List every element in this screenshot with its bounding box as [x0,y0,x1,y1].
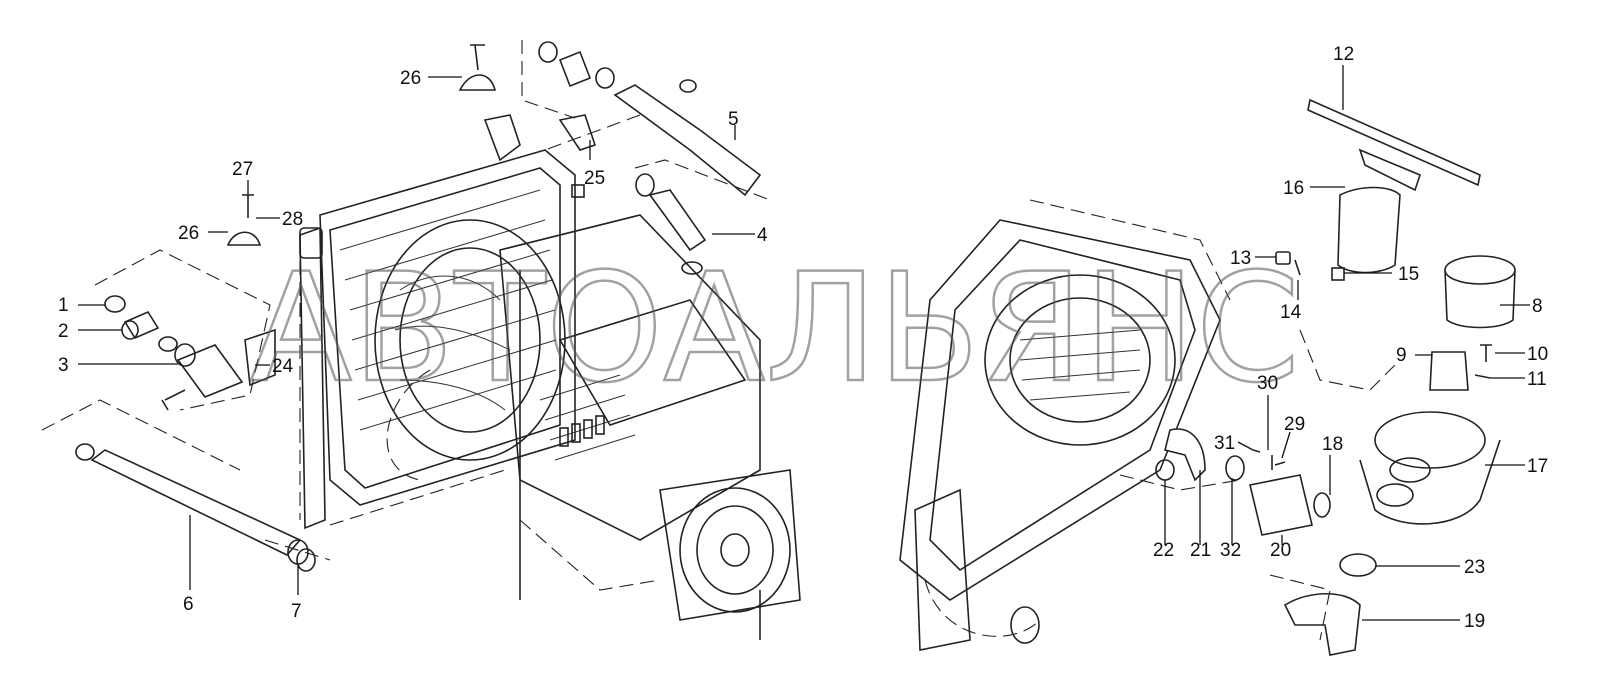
callout-26-top: 26 [400,68,421,89]
air-cleaner-assembly [899,199,1241,651]
callout-6: 6 [183,594,194,615]
callout-9: 9 [1396,345,1407,366]
right-intake-parts [1225,98,1516,656]
left-hose-parts [41,249,331,572]
callout-labels: 1 2 3 4 5 6 7 8 9 10 11 12 13 14 15 16 1… [58,44,1548,632]
callout-24: 24 [272,356,294,377]
callout-23: 23 [1464,557,1485,578]
callout-leaders [78,65,1530,621]
callout-27: 27 [232,159,253,180]
callout-20: 20 [1270,540,1291,561]
callout-11: 11 [1527,369,1547,390]
callout-26-left: 26 [178,223,199,244]
callout-22: 22 [1153,540,1174,561]
callout-7: 7 [291,601,302,622]
callout-31: 31 [1214,433,1235,454]
callout-4: 4 [757,225,768,246]
callout-15: 15 [1398,264,1419,285]
callout-19: 19 [1464,611,1485,632]
callout-21: 21 [1190,540,1211,561]
watermark: АВТОАЛЬЯНС [250,242,1300,416]
callout-2: 2 [58,321,69,342]
callout-29: 29 [1284,414,1305,435]
callout-8: 8 [1532,296,1543,317]
callout-18: 18 [1322,434,1343,455]
callout-28: 28 [282,209,303,230]
callout-12: 12 [1333,44,1354,65]
callout-32: 32 [1220,540,1241,561]
callout-3: 3 [58,355,69,376]
radiator-engine-assembly [299,114,801,640]
callout-30: 30 [1257,373,1278,394]
callout-17: 17 [1527,456,1548,477]
callout-1: 1 [58,295,69,316]
callout-10: 10 [1527,344,1548,365]
callout-5: 5 [728,109,739,130]
callout-14: 14 [1280,302,1302,323]
callout-13: 13 [1230,248,1251,269]
top-hose-parts [226,40,771,275]
callout-25: 25 [584,168,605,189]
callout-16: 16 [1283,178,1304,199]
